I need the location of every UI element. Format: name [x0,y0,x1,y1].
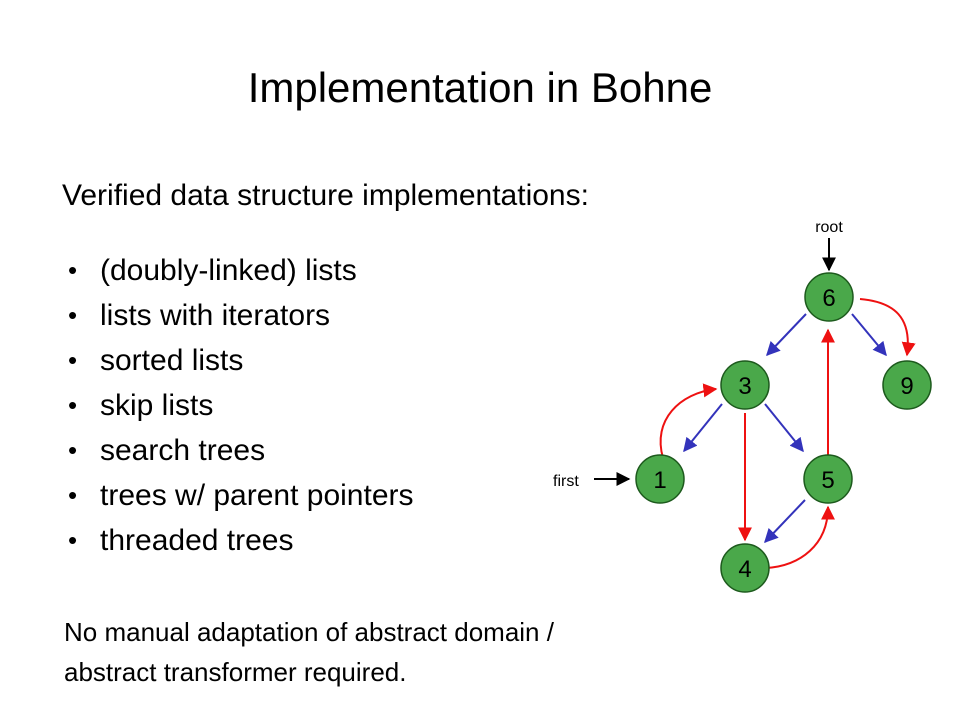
tree-node-3: 3 [720,360,770,410]
thread-6-to-9 [859,298,916,357]
node-circle [803,454,853,504]
node-label: 1 [653,467,666,494]
node-circle [720,543,770,593]
bullet-icon: • [68,300,78,330]
slide-title: Implementation in Bohne [247,64,713,111]
tree-node-4: 4 [720,543,770,593]
bullet-item: • (doubly-linked) lists [64,248,414,293]
edge-6-to-9 [851,313,887,357]
node-label: 3 [738,373,751,400]
bullet-icon: • [68,390,78,420]
thread-4-to-5 [765,505,835,569]
node-label: 9 [900,373,913,400]
bullet-text: (doubly-linked) lists [100,254,357,287]
first-label: first [553,473,579,490]
bullet-item: • search trees [64,428,414,473]
node-circle [635,454,685,504]
bullet-list: • (doubly-linked) lists • lists with itera… [64,248,414,563]
root-label: root [815,219,843,236]
bullet-text: sorted lists [100,344,244,377]
node-circle [720,360,770,410]
bullet-icon: • [68,345,78,375]
bullet-text: trees w/ parent pointers [100,479,414,512]
node-circle [804,272,854,322]
bullet-text: search trees [100,434,266,467]
node-label: 4 [738,556,751,583]
tree-node-9: 9 [882,360,932,410]
bullet-text: skip lists [100,389,214,422]
bullet-icon: • [68,480,78,510]
bullet-text: lists with iterators [100,299,331,332]
tree-node-1: 1 [635,454,685,504]
footnote: No manual adaptation of abstract domain … [64,612,554,692]
bullet-item: • lists with iterators [64,293,414,338]
edge-5-to-4 [764,499,806,544]
bullet-item: • trees w/ parent pointers [64,473,414,518]
bullet-text: threaded trees [100,524,294,557]
bullet-icon: • [68,435,78,465]
thread-1-to-3 [659,383,718,459]
bullet-icon: • [68,525,78,555]
edge-3-to-5 [764,403,804,453]
bullet-item: • skip lists [64,383,414,428]
slide-subtitle: Verified data structure implementations: [62,179,589,212]
edge-3-to-1 [683,403,723,453]
bullet-item: • sorted lists [64,338,414,383]
tree-node-5: 5 [803,454,853,504]
node-label: 5 [821,467,834,494]
tree-node-6: 6 [804,272,854,322]
bullet-icon: • [68,255,78,285]
node-circle [882,360,932,410]
footnote-line-1: No manual adaptation of abstract domain … [64,617,554,647]
footnote-line-2: abstract transformer required. [64,657,407,687]
node-label: 6 [822,285,835,312]
bullet-item: • threaded trees [64,518,414,563]
edge-6-to-3 [766,313,807,357]
